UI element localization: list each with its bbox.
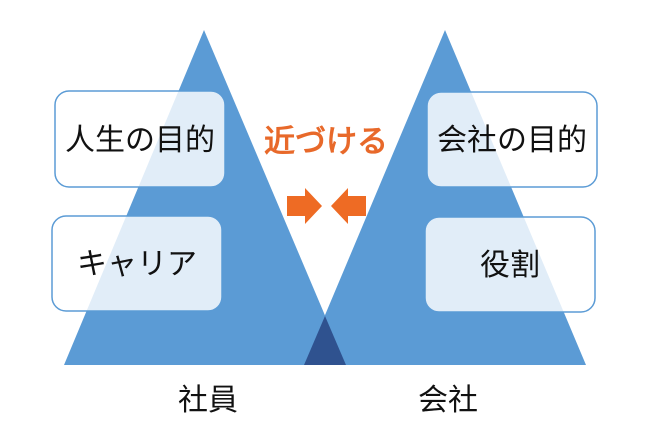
left-box-1-label: 人生の目的: [65, 123, 215, 158]
right-box-2-label: 役割: [480, 248, 540, 283]
right-pointing-arrow-icon: [287, 188, 322, 224]
right-box-1-label: 会社の目的: [437, 123, 587, 158]
right-base-label: 会社: [418, 383, 478, 418]
left-base-label: 社員: [178, 383, 238, 418]
left-box-2: キャリア: [51, 215, 223, 312]
overlap-triangle: [304, 316, 346, 365]
left-box-1: 人生の目的: [54, 90, 226, 188]
left-pointing-arrow-icon: [331, 188, 366, 224]
right-box-1: 会社の目的: [426, 91, 598, 188]
left-box-2-label: キャリア: [77, 247, 197, 282]
center-label: 近づける: [264, 124, 388, 160]
right-box-2: 役割: [424, 216, 596, 313]
